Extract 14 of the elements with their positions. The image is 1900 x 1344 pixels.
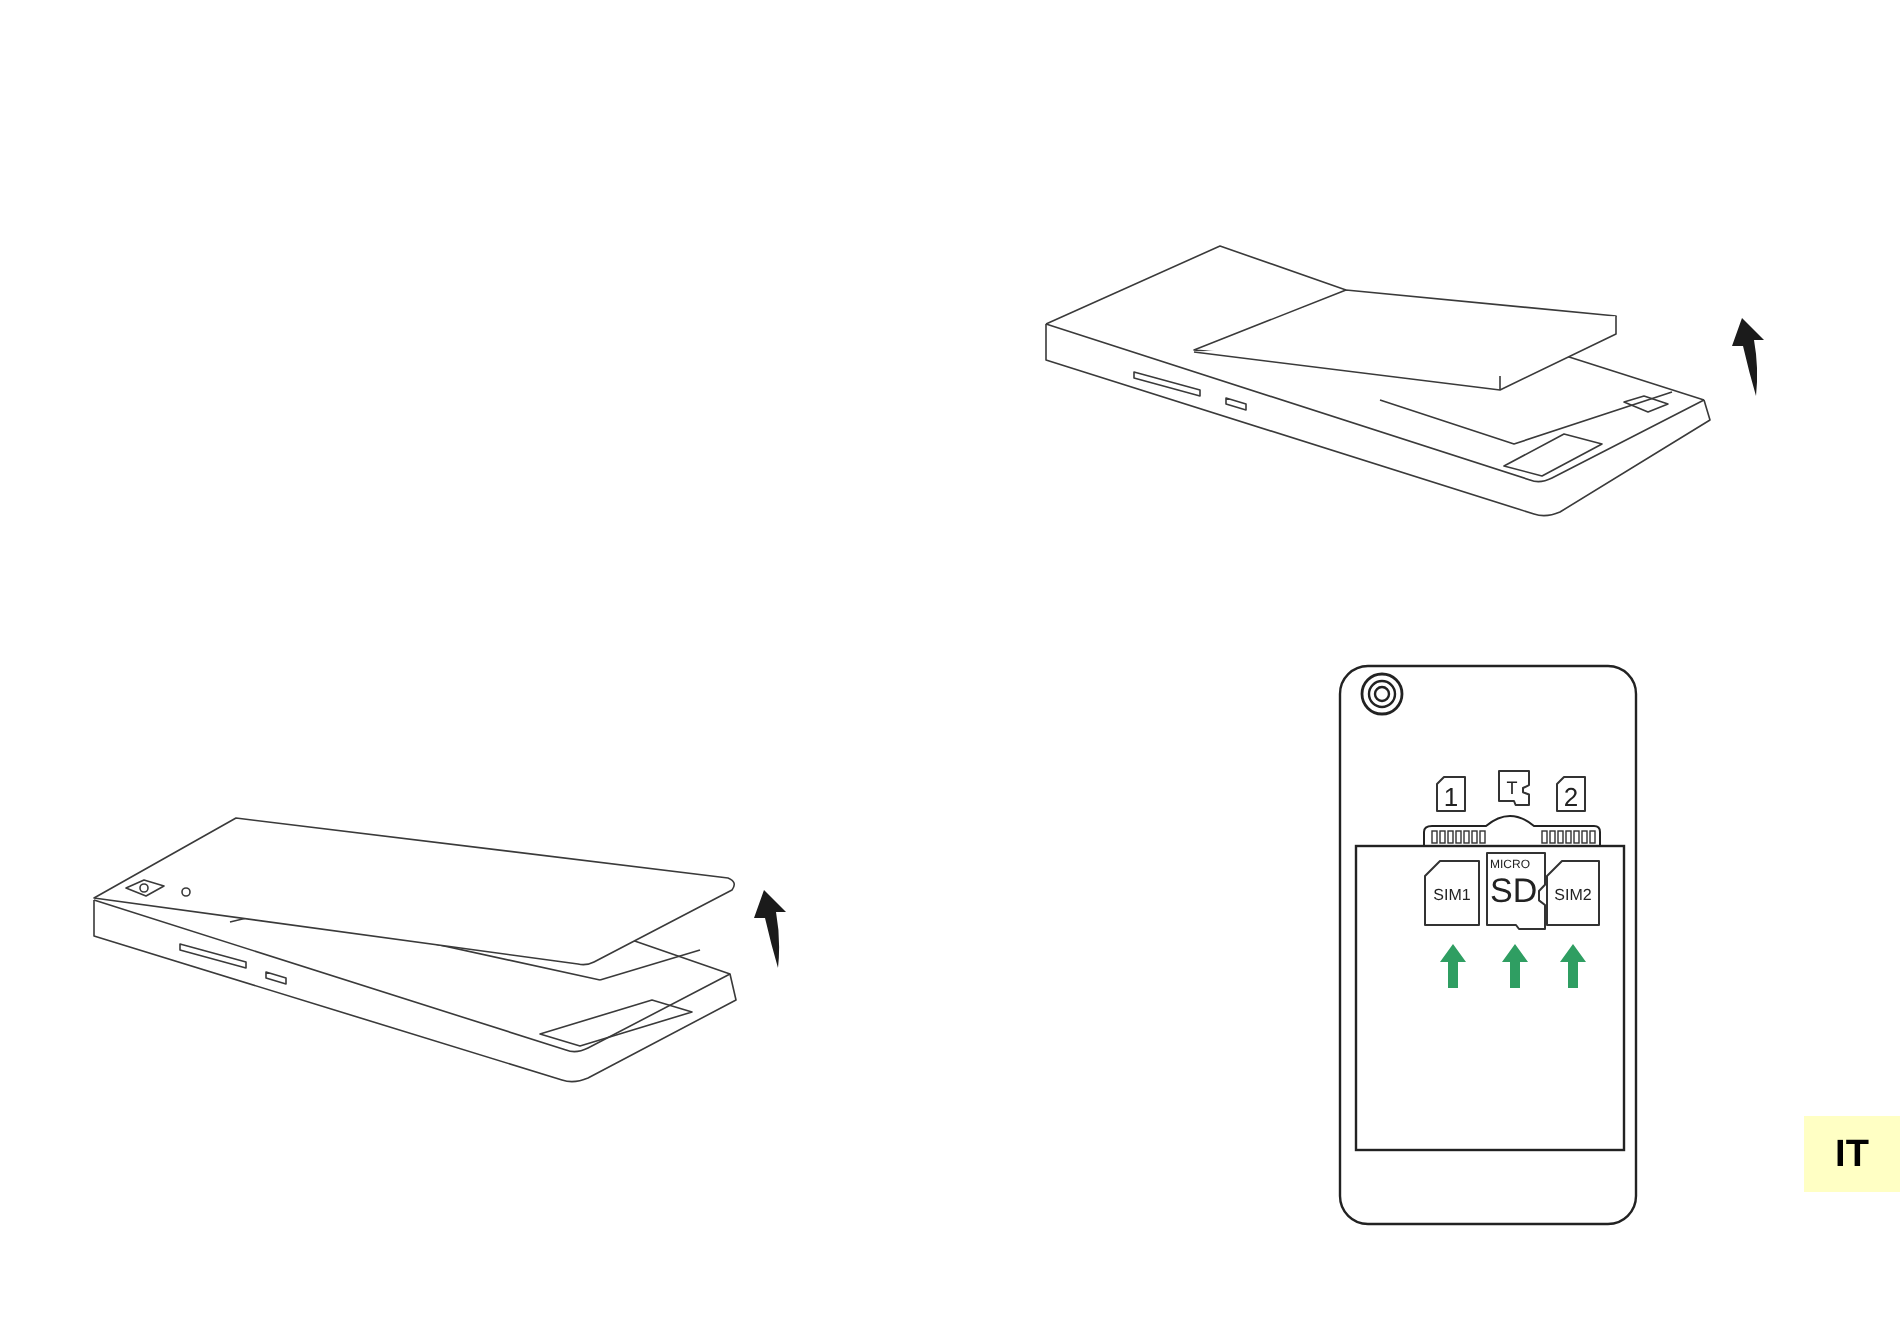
language-code: IT — [1835, 1135, 1869, 1173]
language-tag — [1804, 1116, 1900, 1192]
sim-card — [1424, 860, 1480, 926]
slot-number: 2 — [1563, 783, 1579, 809]
sim-slot-marker — [1556, 776, 1586, 812]
microsd-card — [1486, 852, 1546, 930]
sd-slot-marker — [1498, 770, 1530, 806]
card-label: SD — [1490, 874, 1538, 908]
sim-slot-marker — [1436, 776, 1466, 812]
slot-letter: T — [1506, 779, 1518, 797]
card-label: SIM2 — [1554, 888, 1592, 904]
sim-card — [1546, 860, 1600, 926]
slot-number: 1 — [1443, 783, 1459, 809]
card-label: SIM1 — [1433, 888, 1471, 904]
